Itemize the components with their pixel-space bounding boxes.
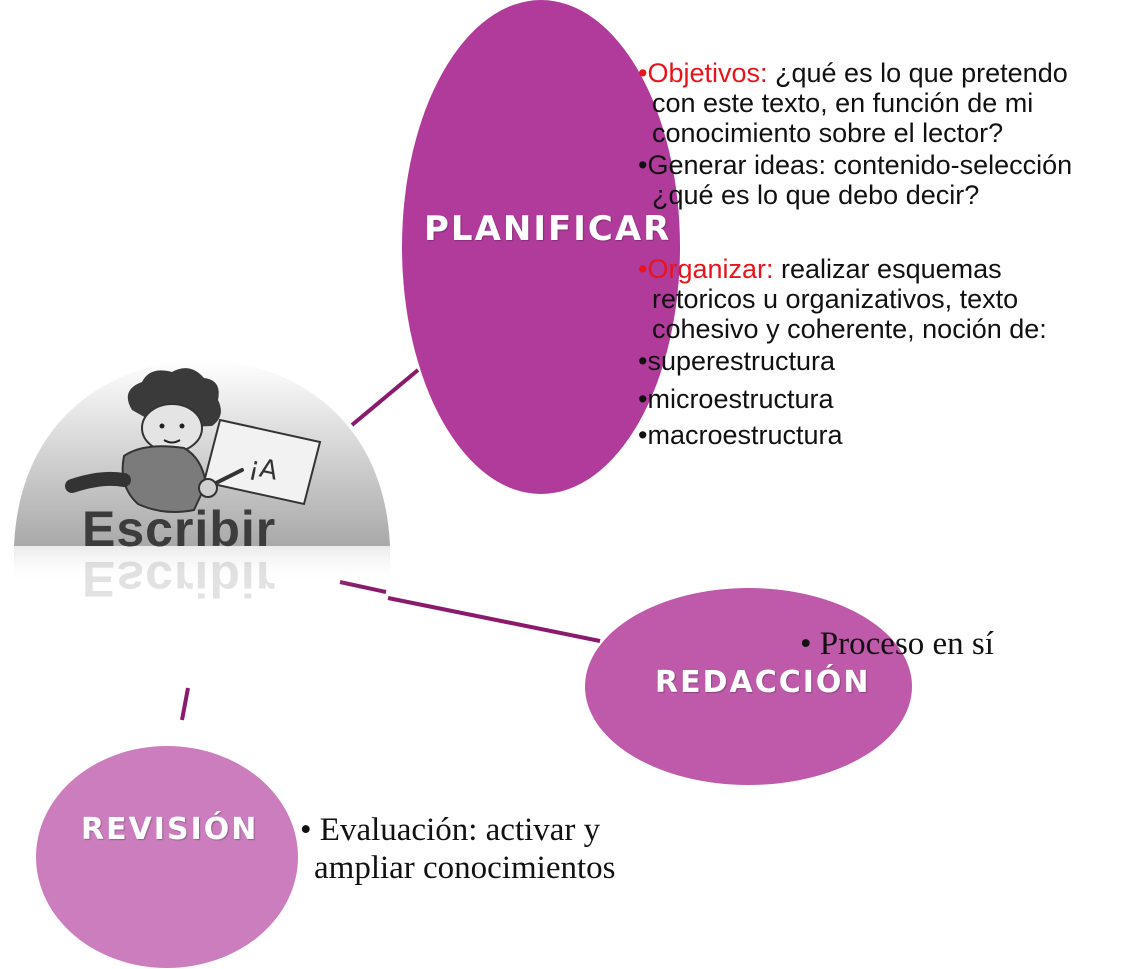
escribir-picture: ¡A	[12, 350, 392, 610]
center-title: Escribir	[82, 501, 277, 557]
planificar-item-objetivos: •Objetivos: ¿qué es lo que pretendo con …	[638, 58, 1068, 148]
node-planificar	[402, 0, 680, 494]
connector-revision	[180, 687, 190, 721]
planificar-item-macroestructura: •macroestructura	[638, 420, 843, 450]
redaccion-label: Redacción	[655, 665, 871, 700]
revision-note-line2: ampliar conocimientos	[314, 850, 616, 886]
connector-redaccion-b	[387, 596, 601, 643]
planificar-item-superestructura: •superestructura	[638, 346, 836, 376]
node-redaccion	[585, 588, 912, 785]
center-title-reflection: Escribir	[82, 556, 277, 602]
child-writing-icon: ¡A	[65, 368, 322, 513]
revision-note-line1: • Evaluación: activar y	[300, 812, 601, 848]
picture-label: ¡A	[247, 452, 281, 487]
connector-planificar	[350, 368, 420, 427]
revision-label: Revisión	[81, 812, 259, 847]
node-revision	[36, 746, 298, 968]
planificar-item-microestructura: •microestructura	[638, 384, 834, 414]
redaccion-note: • Proceso en sí	[800, 626, 994, 662]
planificar-item-organizar: •Organizar: realizar esquemas retoricos …	[638, 254, 1047, 344]
planificar-item-generar-ideas: •Generar ideas: contenido-selección ¿qué…	[638, 150, 1073, 210]
planificar-label: Planificar	[424, 209, 672, 249]
